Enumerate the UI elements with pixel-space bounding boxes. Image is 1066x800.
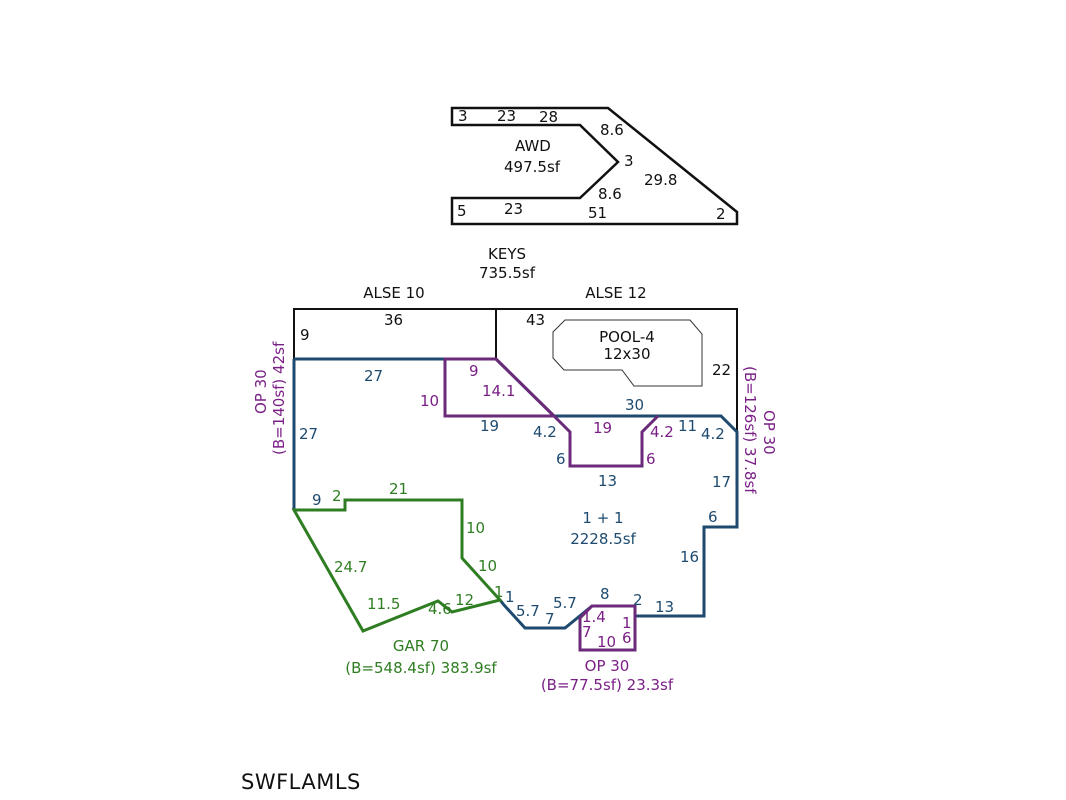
pool-outline bbox=[552, 319, 703, 387]
main-dim-11: 11 bbox=[678, 417, 697, 435]
main-dim-9: 9 bbox=[312, 491, 322, 509]
main-dim-19: 19 bbox=[480, 417, 499, 435]
alse-10-name: ALSE 10 bbox=[363, 284, 424, 302]
keys-name: KEYS bbox=[488, 245, 526, 263]
main-dim-13-mid: 13 bbox=[598, 472, 617, 490]
purple-dim-9: 9 bbox=[469, 362, 479, 380]
watermark-text: SWFLAMLS bbox=[241, 770, 361, 794]
op-left-area: (B=140sf) 42sf bbox=[270, 341, 288, 455]
purple-dim-6-right: 6 bbox=[646, 450, 656, 468]
purple-center-bump bbox=[552, 414, 660, 468]
main-dim-7: 7 bbox=[545, 610, 555, 628]
main-dim-13-bottom: 13 bbox=[655, 598, 674, 616]
purple-dim-19: 19 bbox=[593, 419, 612, 437]
awd-dim-2: 2 bbox=[716, 205, 726, 223]
alse-12-dim-22: 22 bbox=[712, 361, 731, 379]
garage-dim-12: 12 bbox=[455, 591, 474, 609]
garage-dim-2: 2 bbox=[332, 487, 342, 505]
awd-dim-23-bottom: 23 bbox=[504, 200, 523, 218]
main-area: 2228.5sf bbox=[570, 530, 636, 548]
awd-dim-28: 28 bbox=[539, 108, 558, 126]
purple-dim-4-2: 4.2 bbox=[650, 423, 674, 441]
main-dim-2: 2 bbox=[633, 591, 643, 609]
awd-dim-3-top: 3 bbox=[458, 107, 468, 125]
garage-name: GAR 70 bbox=[393, 637, 449, 655]
main-name: 1 + 1 bbox=[582, 509, 623, 527]
main-dim-30: 30 bbox=[625, 396, 644, 414]
awd-dim-23-top: 23 bbox=[497, 107, 516, 125]
awd-dim-8-6-bottom: 8.6 bbox=[598, 185, 622, 203]
awd-dim-51: 51 bbox=[588, 204, 607, 222]
main-dim-17: 17 bbox=[712, 473, 731, 491]
garage-area: (B=548.4sf) 383.9sf bbox=[345, 659, 497, 677]
awd-name: AWD bbox=[515, 137, 551, 155]
main-dim-16: 16 bbox=[680, 548, 699, 566]
main-dim-6: 6 bbox=[708, 508, 718, 526]
op-bottom-dim-1: 1 bbox=[622, 614, 632, 632]
pool-size: 12x30 bbox=[603, 345, 650, 363]
op-bottom-area: (B=77.5sf) 23.3sf bbox=[541, 676, 674, 694]
op-bottom-name: OP 30 bbox=[585, 657, 630, 675]
garage-dim-11-5: 11.5 bbox=[367, 595, 400, 613]
garage-dim-21: 21 bbox=[389, 480, 408, 498]
garage-dim-10-bottom: 10 bbox=[478, 557, 497, 575]
garage-dim-10-top: 10 bbox=[466, 519, 485, 537]
op-right-area: (B=126sf) 37.8sf bbox=[741, 366, 759, 494]
op-bottom-dim-10: 10 bbox=[597, 633, 616, 651]
alse-10-dim-9: 9 bbox=[300, 326, 310, 344]
alse-12-dim-43: 43 bbox=[526, 311, 545, 329]
main-dim-4-2-right: 4.2 bbox=[701, 425, 725, 443]
purple-dim-14-1: 14.1 bbox=[482, 382, 515, 400]
keys-area: 735.5sf bbox=[479, 264, 536, 282]
awd-dim-29-8: 29.8 bbox=[644, 171, 677, 189]
op-bottom-dim-1-4: 1.4 bbox=[582, 608, 606, 626]
alse-12-name: ALSE 12 bbox=[585, 284, 646, 302]
garage-outline bbox=[291, 498, 503, 633]
op-bottom-dim-7: 7 bbox=[582, 623, 592, 641]
main-dim-5-7-right: 5.7 bbox=[553, 594, 577, 612]
garage-dim-1: 1 bbox=[494, 583, 504, 601]
op-bottom-outline bbox=[578, 604, 637, 652]
awd-area: 497.5sf bbox=[504, 158, 561, 176]
main-dim-1: 1 bbox=[505, 588, 515, 606]
main-dim-5-7-left: 5.7 bbox=[516, 602, 540, 620]
op-left-name: OP 30 bbox=[252, 369, 270, 414]
garage-dim-4-6: 4.6 bbox=[428, 600, 452, 618]
main-dim-8: 8 bbox=[600, 585, 610, 603]
awd-dim-8-6-top: 8.6 bbox=[600, 121, 624, 139]
awd-dim-5: 5 bbox=[457, 202, 467, 220]
alse-12-outline bbox=[496, 308, 738, 432]
main-dim-27-side: 27 bbox=[299, 425, 318, 443]
awd-dim-3-side: 3 bbox=[624, 152, 634, 170]
main-dim-4-2-left: 4.2 bbox=[533, 423, 557, 441]
awd-outline bbox=[450, 106, 739, 226]
main-dim-6-left: 6 bbox=[556, 450, 566, 468]
purple-dim-10: 10 bbox=[420, 392, 439, 410]
op-right-name: OP 30 bbox=[760, 410, 778, 455]
garage-dim-24-7: 24.7 bbox=[334, 558, 367, 576]
pool-name: POOL-4 bbox=[599, 328, 655, 346]
alse-10-dim-36: 36 bbox=[384, 311, 403, 329]
op-bottom-dim-6: 6 bbox=[622, 629, 632, 647]
main-dim-27-top: 27 bbox=[364, 367, 383, 385]
